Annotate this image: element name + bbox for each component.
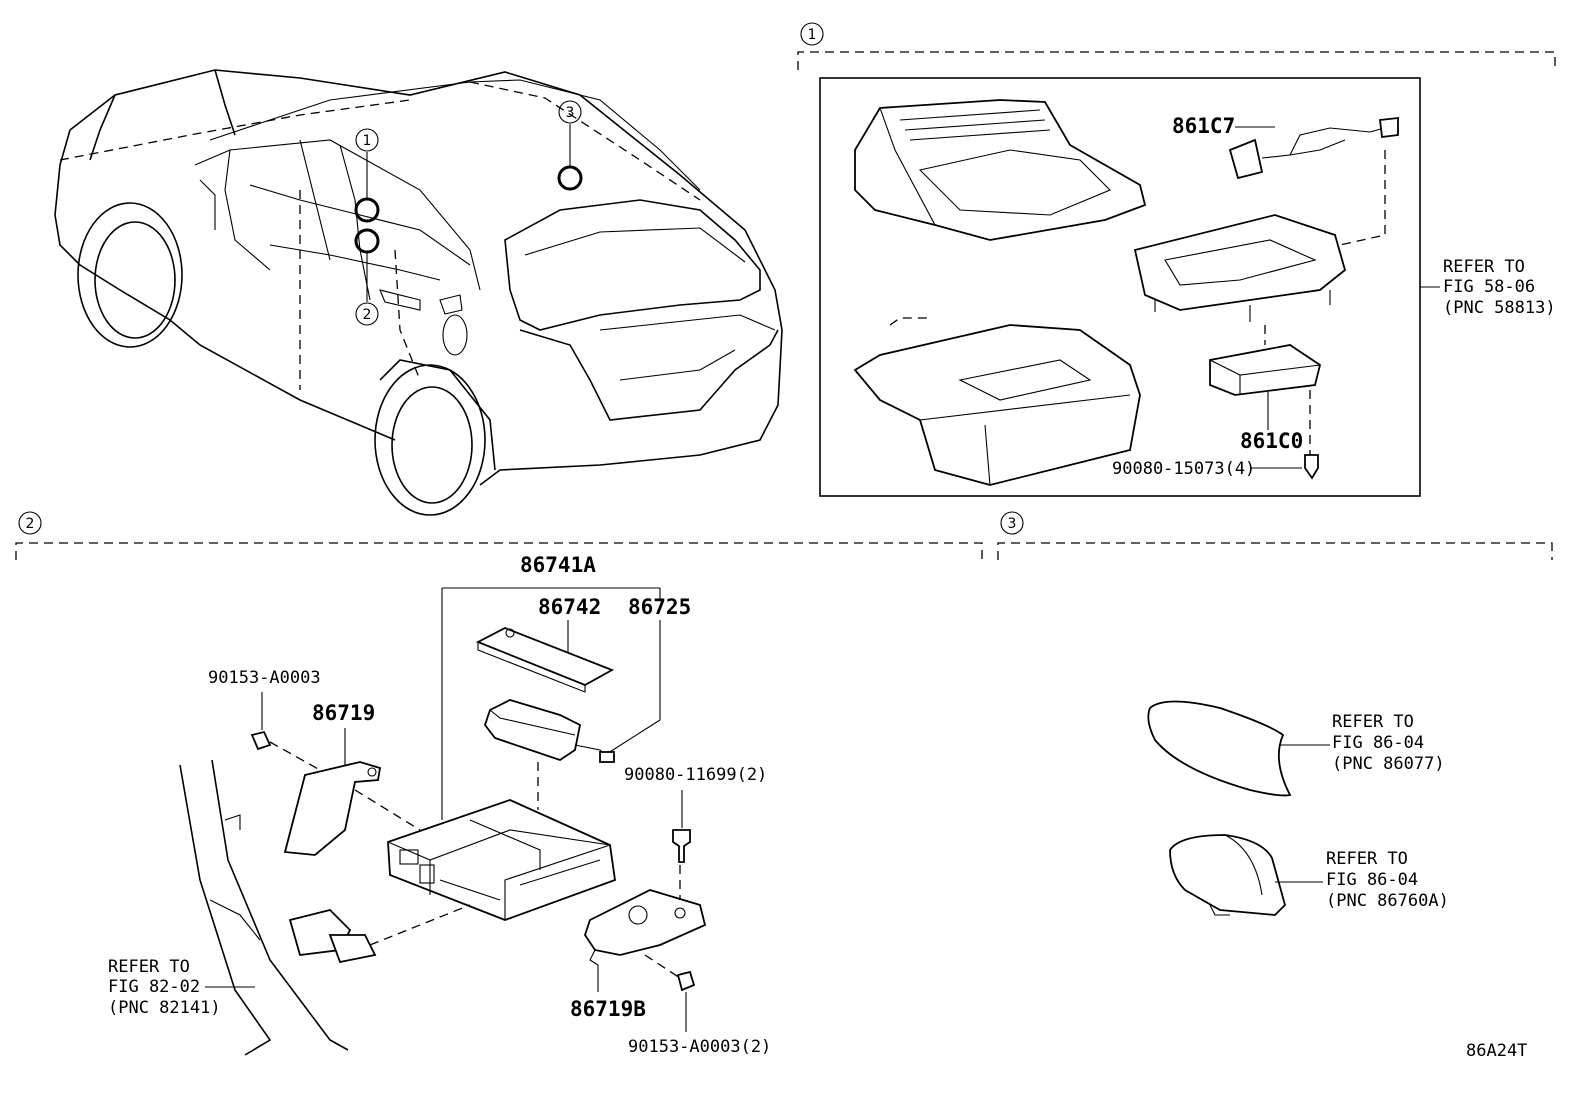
bolt-90080-11699 xyxy=(672,790,691,863)
module-861C0 xyxy=(1209,325,1322,480)
console-tray xyxy=(1133,150,1386,322)
svg-text:(PNC 58813): (PNC 58813) xyxy=(1443,298,1556,318)
svg-text:(PNC 86760A): (PNC 86760A) xyxy=(1326,891,1449,911)
svg-text:86742: 86742 xyxy=(538,595,601,619)
section-1-labels: 861C7 861C0 90080-15073(4) xyxy=(1112,114,1303,479)
illustration-code: 86A24T xyxy=(1466,1041,1527,1061)
console-box-lower xyxy=(853,317,1141,486)
svg-text:90153-A0003: 90153-A0003 xyxy=(208,668,321,688)
svg-text:(PNC 82141): (PNC 82141) xyxy=(108,998,221,1018)
vehicle-callout-1: 1 xyxy=(355,128,379,152)
section-2-refer-note: REFER TO FIG 82-02 (PNC 82141) xyxy=(108,957,255,1018)
svg-text:861C0: 861C0 xyxy=(1240,429,1303,453)
bolt-90153-A0003 xyxy=(250,692,272,751)
svg-text:2: 2 xyxy=(26,516,35,532)
leader-86741A xyxy=(441,587,661,820)
vehicle-illustration xyxy=(54,69,783,516)
svg-text:3: 3 xyxy=(566,105,575,121)
connector-861C7 xyxy=(1228,116,1399,180)
section-2-labels: 86741A 86742 86725 90153-A0003 86719 900… xyxy=(208,553,771,1057)
antenna-unit xyxy=(1169,834,1323,916)
section-1-header: 1 xyxy=(797,22,1556,70)
cover-86742 xyxy=(475,627,615,693)
wire-harness xyxy=(179,759,471,1056)
svg-text:(PNC 86077): (PNC 86077) xyxy=(1332,754,1445,774)
bracket-86719 xyxy=(269,728,421,856)
bolt-90153-A0003-2 xyxy=(676,970,696,1032)
svg-text:86719: 86719 xyxy=(312,701,375,725)
svg-text:861C7: 861C7 xyxy=(1172,114,1235,138)
svg-text:REFER TO: REFER TO xyxy=(108,957,190,977)
module-86725 xyxy=(483,699,615,810)
section-3-refer-note-a: REFER TO FIG 86-04 (PNC 86077) xyxy=(1332,712,1445,774)
svg-text:FIG 86-04: FIG 86-04 xyxy=(1326,870,1418,890)
bracket-86719B xyxy=(584,865,707,992)
svg-text:90080-11699(2): 90080-11699(2) xyxy=(624,765,767,785)
svg-text:REFER TO: REFER TO xyxy=(1443,257,1525,277)
svg-text:REFER TO: REFER TO xyxy=(1332,712,1414,732)
console-box-upper xyxy=(854,99,1147,241)
svg-text:REFER TO: REFER TO xyxy=(1326,849,1408,869)
svg-text:1: 1 xyxy=(808,27,817,43)
svg-text:FIG 58-06: FIG 58-06 xyxy=(1443,277,1535,297)
svg-text:86741A: 86741A xyxy=(520,553,596,577)
section-2-header: 2 xyxy=(15,511,983,560)
svg-text:1: 1 xyxy=(363,133,372,149)
main-unit xyxy=(387,799,616,921)
svg-text:3: 3 xyxy=(1008,516,1017,532)
antenna-cover xyxy=(1147,700,1330,797)
svg-text:90080-15073(4): 90080-15073(4) xyxy=(1112,459,1255,479)
svg-text:FIG 82-02: FIG 82-02 xyxy=(108,977,200,997)
section-3-header: 3 xyxy=(997,511,1553,560)
svg-text:86719B: 86719B xyxy=(570,997,646,1021)
svg-text:FIG 86-04: FIG 86-04 xyxy=(1332,733,1424,753)
section-1-refer-note: REFER TO FIG 58-06 (PNC 58813) xyxy=(1420,257,1556,318)
svg-text:86725: 86725 xyxy=(628,595,691,619)
vehicle-callout-3: 3 xyxy=(558,100,582,124)
svg-text:90153-A0003(2): 90153-A0003(2) xyxy=(628,1037,771,1057)
svg-text:2: 2 xyxy=(363,307,372,323)
section-3-refer-note-b: REFER TO FIG 86-04 (PNC 86760A) xyxy=(1326,849,1449,911)
vehicle-callout-2: 2 xyxy=(355,302,379,326)
